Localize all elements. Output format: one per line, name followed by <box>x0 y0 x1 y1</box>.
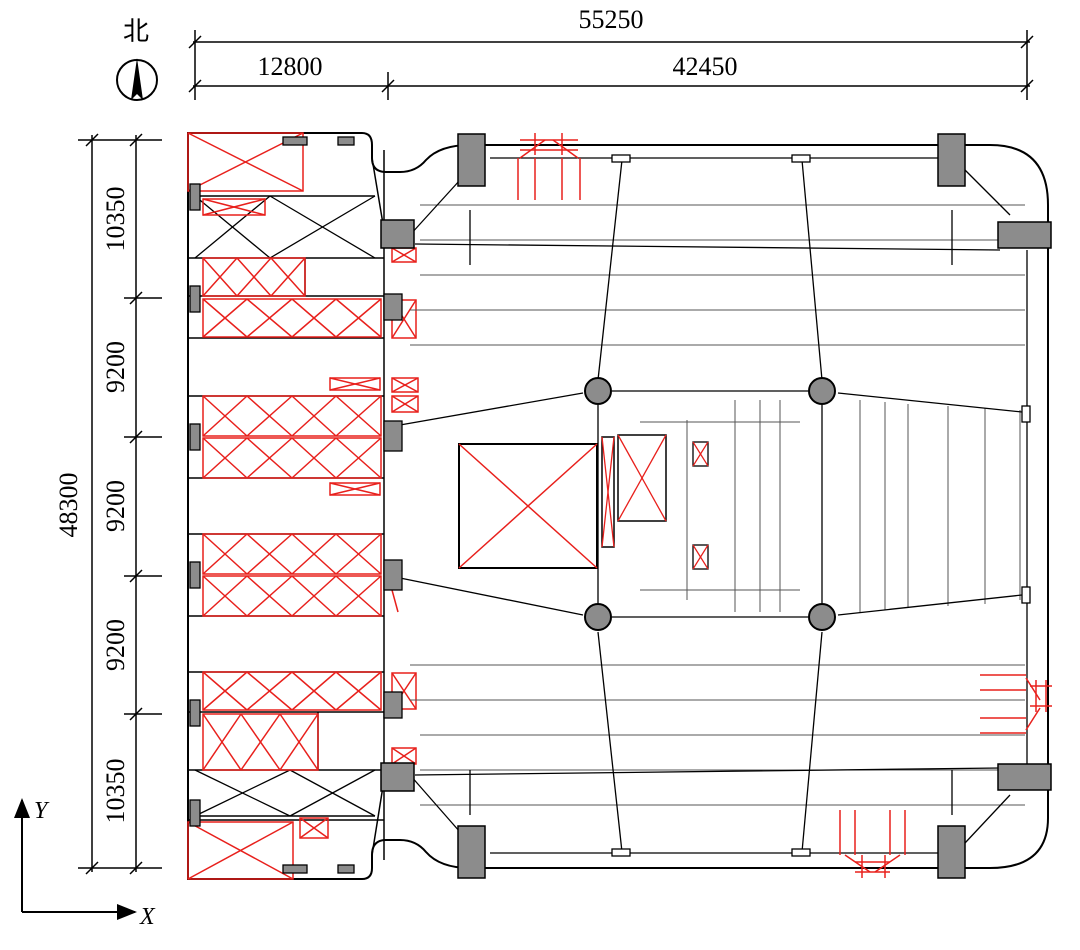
column-round <box>808 377 836 405</box>
column-rect <box>380 219 415 249</box>
column-rect <box>937 825 966 879</box>
rect-columns <box>380 133 1052 879</box>
left-core-walls <box>187 133 385 879</box>
north-arrow-icon <box>131 58 143 100</box>
dim-total-width: 55250 <box>579 5 644 34</box>
column-rect <box>937 133 966 187</box>
core-vertical-beams <box>686 400 1021 612</box>
column-round <box>584 377 612 405</box>
dim-right-width: 42450 <box>673 52 738 81</box>
red-truss-elements <box>517 133 1052 878</box>
pin-connectors <box>611 154 1031 857</box>
north-label: 北 <box>123 17 149 47</box>
round-columns <box>584 377 836 631</box>
dim-span-3: 9200 <box>101 480 130 532</box>
coordinate-axes: Y X <box>13 798 156 930</box>
column-rect <box>457 133 486 187</box>
column-rect <box>457 825 486 879</box>
column-rect <box>997 763 1052 791</box>
column-rect <box>380 762 415 792</box>
column-rect <box>997 221 1052 249</box>
small-columns <box>189 136 403 874</box>
axis-y-label: Y <box>34 798 50 824</box>
dim-span-2: 9200 <box>101 341 130 393</box>
left-core-black-bracing <box>194 195 376 817</box>
dim-span-5: 10350 <box>101 759 130 824</box>
axis-x-label: X <box>139 904 156 930</box>
primary-beams <box>399 157 1028 854</box>
left-dimensions <box>78 133 162 875</box>
dim-span-4: 9200 <box>101 619 130 671</box>
dim-total-height: 48300 <box>54 473 83 538</box>
central-core <box>458 434 709 570</box>
column-round <box>584 603 612 631</box>
north-arrow: 北 <box>116 17 158 101</box>
secondary-beams <box>410 204 1025 806</box>
left-core-red-bracing <box>187 132 419 880</box>
column-round <box>808 603 836 631</box>
dim-left-width: 12800 <box>258 52 323 81</box>
top-dimensions <box>188 30 1034 100</box>
dim-span-1: 10350 <box>101 187 130 252</box>
floor-outline <box>187 132 1049 880</box>
